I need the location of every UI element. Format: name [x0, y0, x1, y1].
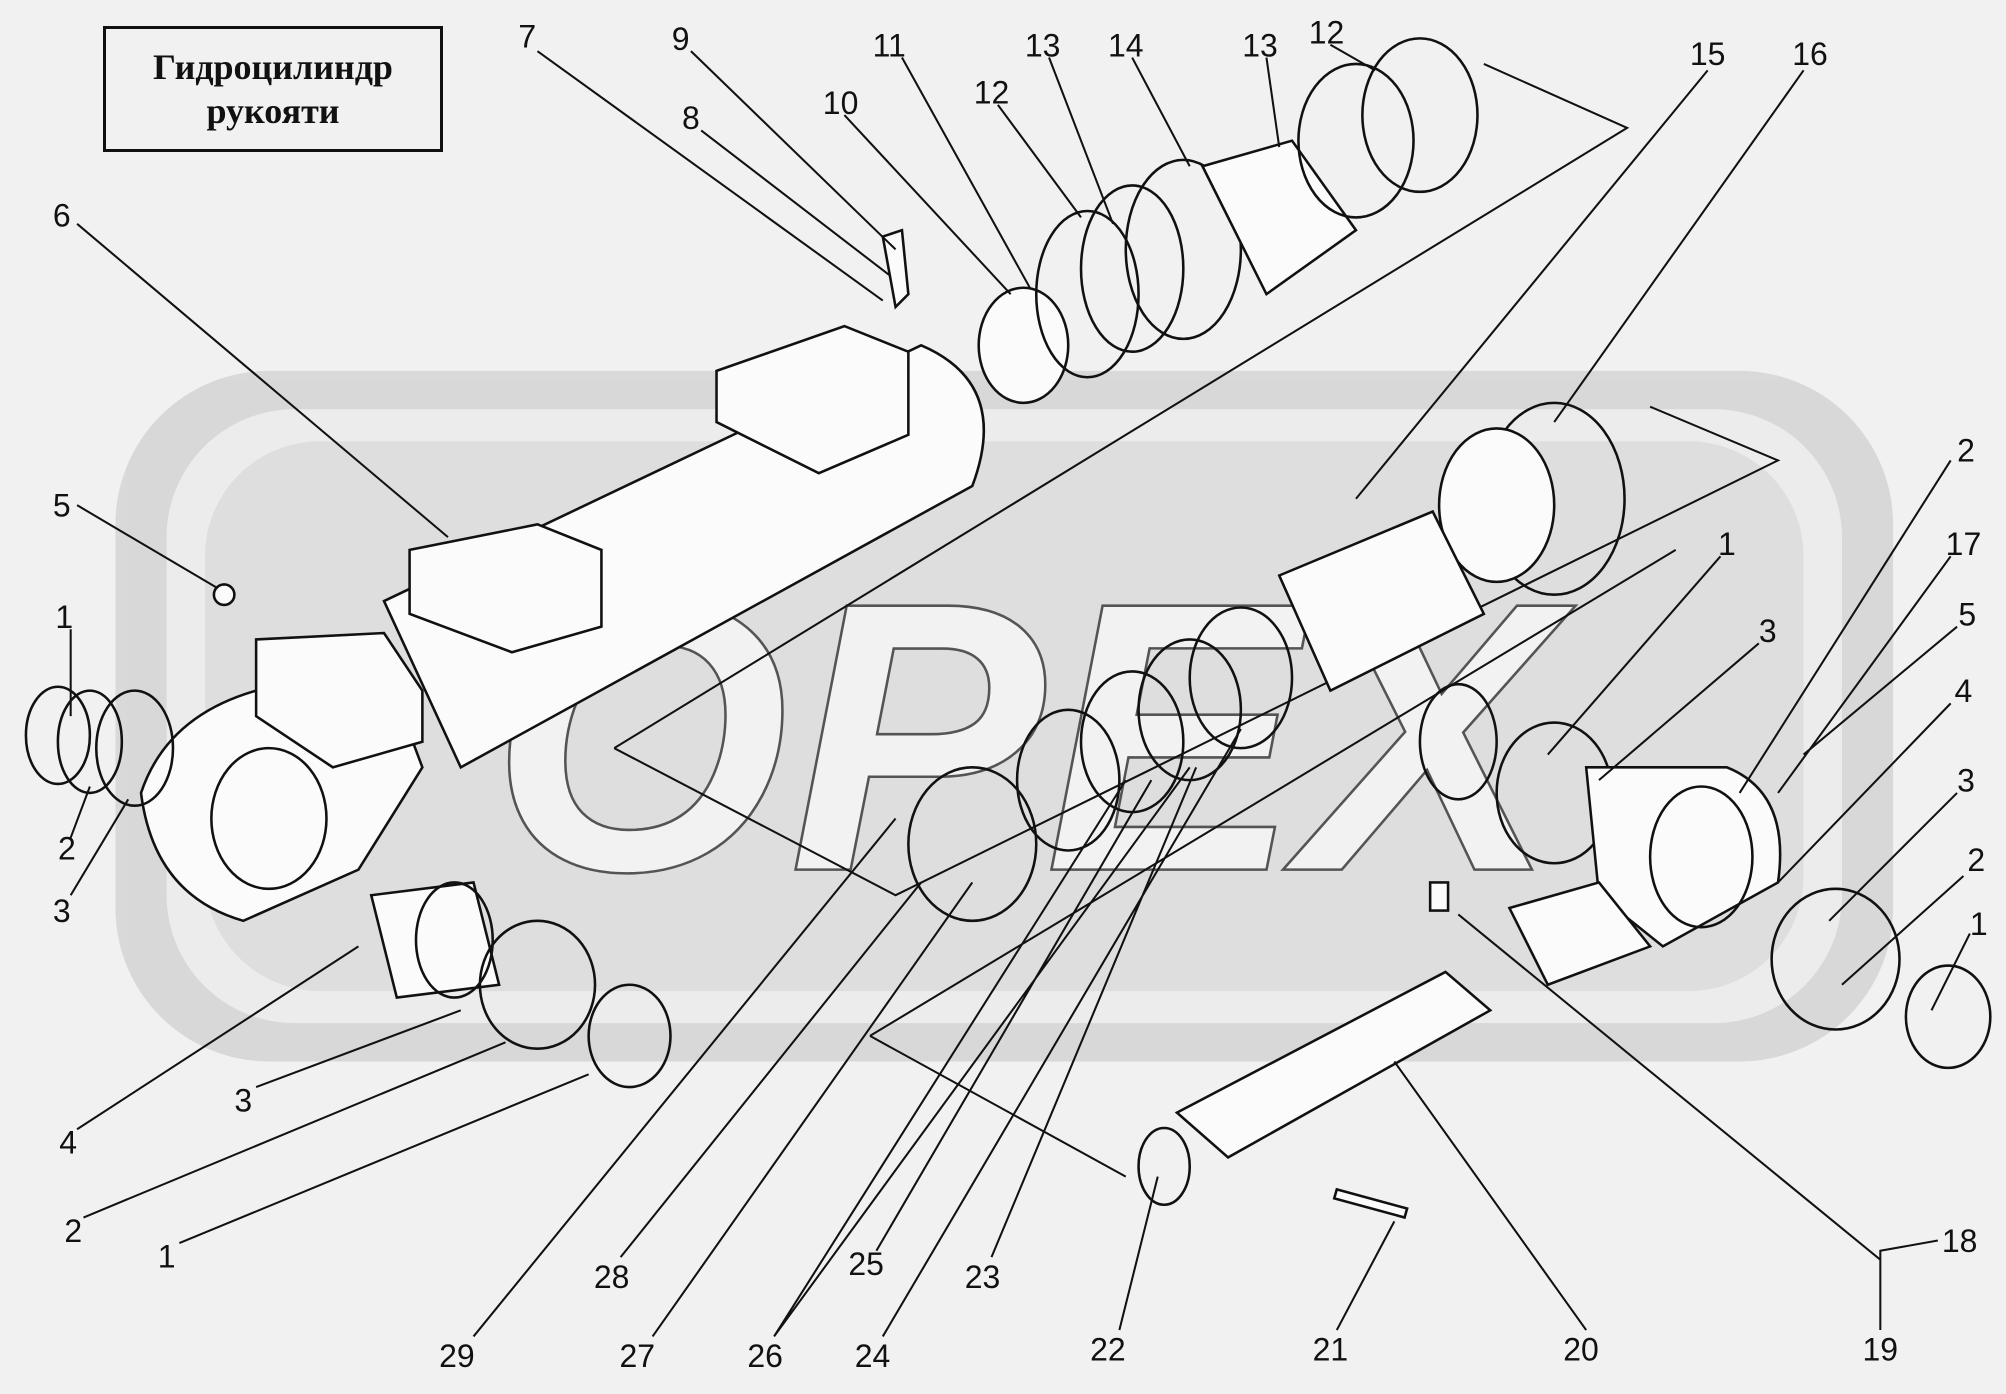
callout-17: 17 — [1946, 526, 1982, 562]
rod-eye-left — [139, 631, 424, 923]
title-box: Гидроцилиндр рукояти — [103, 26, 443, 152]
title-line-2: рукояти — [206, 91, 340, 131]
callout-3: 3 — [234, 1082, 252, 1118]
callout-28: 28 — [594, 1259, 630, 1295]
callout-7: 7 — [518, 18, 536, 54]
rod-bearing-parts — [369, 881, 672, 1089]
callout-9: 9 — [672, 21, 690, 57]
callout-5: 5 — [53, 488, 71, 524]
grease-fitting — [212, 583, 236, 607]
callout-2: 2 — [58, 830, 76, 866]
callout-3: 3 — [1759, 613, 1777, 649]
callout-4: 4 — [1955, 673, 1973, 709]
callout-1: 1 — [1718, 526, 1736, 562]
callout-13: 13 — [1242, 27, 1278, 63]
callout-1: 1 — [1970, 906, 1988, 942]
callout-20: 20 — [1563, 1332, 1599, 1368]
callout-25: 25 — [848, 1246, 884, 1282]
callout-16: 16 — [1792, 36, 1828, 72]
callout-22: 22 — [1090, 1332, 1126, 1368]
callout-2: 2 — [64, 1213, 82, 1249]
callout-10: 10 — [823, 85, 859, 121]
rod-eye-right — [1418, 682, 1992, 1070]
leader-lines — [69, 43, 1971, 1338]
callout-19: 19 — [1863, 1332, 1899, 1368]
callout-12: 12 — [1309, 14, 1345, 50]
bolt — [881, 228, 910, 310]
callout-5: 5 — [1958, 596, 1976, 632]
callout-24: 24 — [855, 1338, 891, 1374]
callout-14: 14 — [1108, 27, 1144, 63]
callout-2: 2 — [1957, 433, 1975, 469]
pin-assembly — [1137, 881, 1493, 1220]
callout-12: 12 — [974, 75, 1010, 111]
callout-1: 1 — [55, 599, 73, 635]
callout-2: 2 — [1967, 842, 1985, 878]
callout-29: 29 — [439, 1338, 475, 1374]
title-line-1: Гидроцилиндр — [153, 47, 393, 87]
callout-18: 18 — [1942, 1223, 1978, 1259]
callout-3: 3 — [53, 893, 71, 929]
cylinder-barrel — [382, 324, 986, 770]
callout-26: 26 — [747, 1338, 783, 1374]
piston-rod-assembly — [907, 401, 1626, 923]
callout-23: 23 — [965, 1259, 1001, 1295]
callout-13: 13 — [1025, 27, 1061, 63]
callout-27: 27 — [619, 1338, 655, 1374]
port-block-top — [715, 324, 910, 475]
callout-8: 8 — [682, 100, 700, 136]
piston-assembly-top — [881, 37, 1479, 405]
callout-21: 21 — [1313, 1332, 1349, 1368]
callout-11: 11 — [873, 27, 906, 63]
callout-3: 3 — [1957, 763, 1975, 799]
callout-4: 4 — [59, 1125, 77, 1161]
port-block-lower — [408, 523, 603, 654]
callout-1: 1 — [158, 1238, 176, 1274]
cotter-pin — [1332, 1187, 1409, 1220]
callout-6: 6 — [53, 197, 71, 233]
left-bearing-parts — [24, 583, 236, 807]
callout-15: 15 — [1690, 36, 1726, 72]
